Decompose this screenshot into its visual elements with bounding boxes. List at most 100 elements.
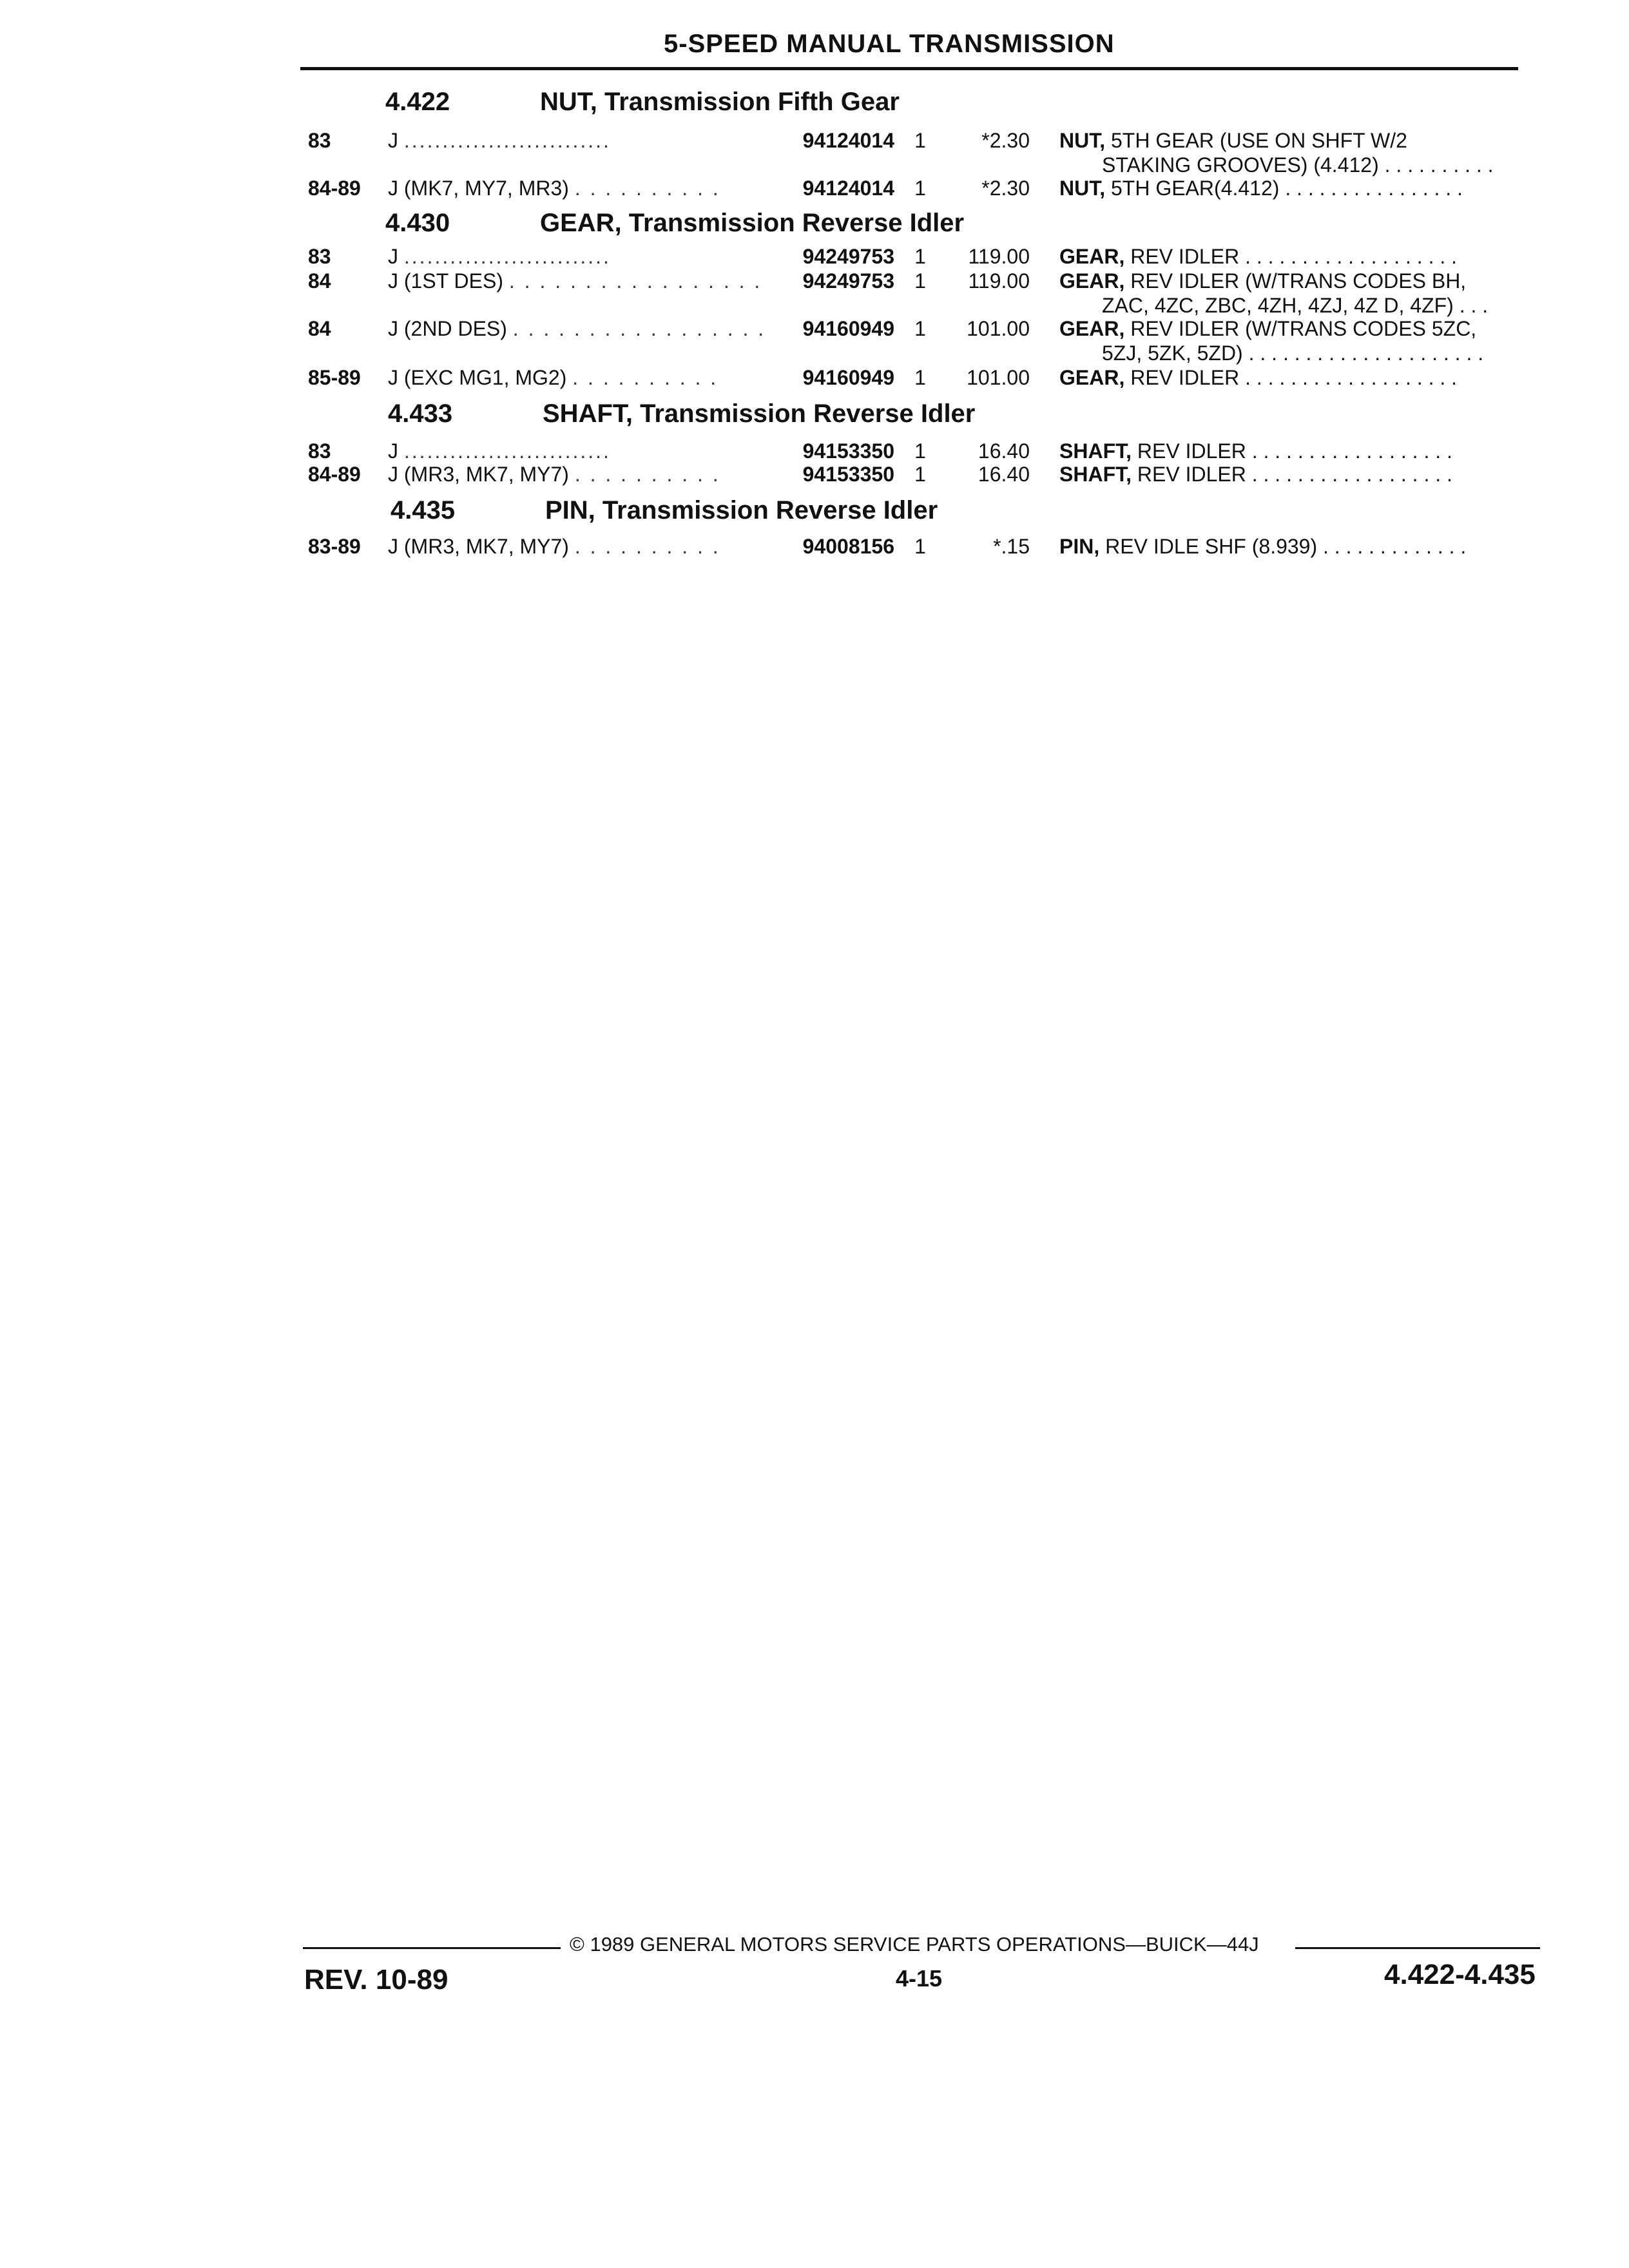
price: *.15	[993, 535, 1030, 558]
application: J ...........................	[388, 438, 1032, 464]
price: *2.30	[981, 177, 1030, 200]
application: J (MR3, MK7, MY7) . . . . . . . . . .	[388, 533, 1032, 559]
description: GEAR, REV IDLER (W/TRANS CODES 5ZC,	[1059, 316, 1517, 341]
description-keyword: SHAFT,	[1059, 439, 1132, 463]
header-divider	[300, 67, 1518, 70]
part-number: 94008156	[802, 535, 894, 558]
part-number: 94153350	[802, 439, 894, 463]
model-years: 83-89	[308, 535, 361, 558]
description-keyword: GEAR,	[1059, 366, 1125, 389]
dot-leader: . . . . . . . . . .	[574, 535, 720, 558]
model-years: 83	[308, 439, 331, 463]
description: GEAR, REV IDLER . . . . . . . . . . . . …	[1059, 365, 1517, 390]
quantity: 1	[914, 177, 926, 200]
section-number: 4.435	[390, 496, 456, 524]
price: 101.00	[967, 317, 1030, 340]
application-code: J (2ND DES)	[388, 317, 507, 340]
part-number: 94249753	[802, 245, 894, 268]
dot-leader: . . . . . . . . . . . . . . . . .	[512, 317, 766, 340]
price: 16.40	[978, 463, 1030, 486]
quantity: 1	[914, 366, 926, 389]
description-continuation: 5ZJ, 5ZK, 5ZD) . . . . . . . . . . . . .…	[1102, 341, 1484, 365]
description-keyword: GEAR,	[1059, 245, 1125, 268]
footer-copyright: © 1989 GENERAL MOTORS SERVICE PARTS OPER…	[570, 1933, 1259, 1956]
page-title: 5-SPEED MANUAL TRANSMISSION	[664, 30, 1115, 58]
section-title: SHAFT, Transmission Reverse Idler	[543, 399, 976, 428]
application: J ...........................	[388, 128, 1032, 153]
model-years: 84-89	[308, 177, 361, 200]
quantity: 1	[914, 463, 926, 486]
section-number: 4.433	[388, 399, 453, 428]
description-text: REV IDLER (W/TRANS CODES 5ZC,	[1124, 317, 1477, 340]
part-row: 83-89 J (MR3, MK7, MY7) . . . . . . . . …	[308, 533, 1526, 559]
description-text: REV IDLE SHF (8.939) . . . . . . . . . .…	[1099, 535, 1467, 558]
application: J (EXC MG1, MG2) . . . . . . . . . .	[388, 365, 1032, 390]
model-years: 84-89	[308, 463, 361, 486]
quantity: 1	[914, 245, 926, 268]
section-title: NUT, Transmission Fifth Gear	[540, 88, 900, 116]
description-text: REV IDLER . . . . . . . . . . . . . . . …	[1124, 366, 1458, 389]
application-code: J (EXC MG1, MG2)	[388, 366, 567, 389]
part-number: 94249753	[802, 269, 894, 293]
section-number: 4.430	[385, 209, 450, 237]
part-row: 84-89 J (MK7, MY7, MR3) . . . . . . . . …	[308, 175, 1526, 201]
quantity: 1	[914, 269, 926, 293]
part-number: 94124014	[802, 129, 894, 152]
part-row: 85-89 J (EXC MG1, MG2) . . . . . . . . .…	[308, 365, 1526, 390]
application: J (MR3, MK7, MY7) . . . . . . . . . .	[388, 461, 1032, 487]
description-text: REV IDLER (W/TRANS CODES BH,	[1124, 269, 1467, 293]
price: 16.40	[978, 439, 1030, 463]
model-years: 83	[308, 129, 331, 152]
description: GEAR, REV IDLER . . . . . . . . . . . . …	[1059, 244, 1517, 269]
application-code: J (MR3, MK7, MY7)	[388, 535, 569, 558]
description: NUT, 5TH GEAR (USE ON SHFT W/2	[1059, 128, 1517, 153]
description-continuation: STAKING GROOVES) (4.412) . . . . . . . .…	[1102, 153, 1494, 177]
application: J (MK7, MY7, MR3) . . . . . . . . . .	[388, 175, 1032, 201]
description: NUT, 5TH GEAR(4.412) . . . . . . . . . .…	[1059, 175, 1517, 201]
description: SHAFT, REV IDLER . . . . . . . . . . . .…	[1059, 461, 1517, 487]
dot-leader: . . . . . . . . . .	[574, 463, 720, 486]
description-keyword: NUT,	[1059, 129, 1106, 152]
description-keyword: PIN,	[1059, 535, 1100, 558]
quantity: 1	[914, 317, 926, 340]
section-title: PIN, Transmission Reverse Idler	[545, 496, 938, 524]
dot-leader: ...........................	[403, 439, 611, 463]
part-row: 84 J (1ST DES) . . . . . . . . . . . . .…	[308, 268, 1526, 317]
section-number: 4.422	[385, 88, 450, 116]
price: 119.00	[968, 245, 1030, 268]
dot-leader: . . . . . . . . . .	[572, 366, 718, 389]
application: J ...........................	[388, 244, 1032, 269]
description-text: 5TH GEAR (USE ON SHFT W/2	[1105, 129, 1407, 152]
quantity: 1	[914, 439, 926, 463]
price: *2.30	[981, 129, 1030, 152]
description-keyword: SHAFT,	[1059, 463, 1132, 486]
application-code: J (MK7, MY7, MR3)	[388, 177, 569, 200]
model-years: 84	[308, 269, 331, 293]
description-keyword: GEAR,	[1059, 269, 1125, 293]
description-text: 5TH GEAR(4.412) . . . . . . . . . . . . …	[1105, 177, 1463, 200]
model-years: 84	[308, 317, 331, 340]
description: PIN, REV IDLE SHF (8.939) . . . . . . . …	[1059, 533, 1517, 559]
revision-label: REV. 10-89	[304, 1964, 448, 1995]
dot-leader: ...........................	[403, 245, 611, 268]
application: J (1ST DES) . . . . . . . . . . . . . . …	[388, 268, 1032, 294]
part-number: 94124014	[802, 177, 894, 200]
description-text: REV IDLER . . . . . . . . . . . . . . . …	[1132, 463, 1452, 486]
section-title: GEAR, Transmission Reverse Idler	[540, 209, 965, 237]
price: 119.00	[968, 269, 1030, 293]
description: GEAR, REV IDLER (W/TRANS CODES BH,	[1059, 268, 1517, 294]
part-row: 84 J (2ND DES) . . . . . . . . . . . . .…	[308, 316, 1526, 365]
part-row: 84-89 J (MR3, MK7, MY7) . . . . . . . . …	[308, 461, 1526, 487]
description-keyword: GEAR,	[1059, 317, 1125, 340]
dot-leader: ...........................	[403, 129, 611, 152]
description-text: REV IDLER . . . . . . . . . . . . . . . …	[1132, 439, 1452, 463]
description-continuation: ZAC, 4ZC, ZBC, 4ZH, 4ZJ, 4Z D, 4ZF) . . …	[1102, 294, 1489, 317]
description-text: REV IDLER . . . . . . . . . . . . . . . …	[1124, 245, 1458, 268]
application-code: J (MR3, MK7, MY7)	[388, 463, 569, 486]
dot-leader: . . . . . . . . . . . . . . . . .	[508, 269, 762, 293]
part-number: 94160949	[802, 317, 894, 340]
dot-leader: . . . . . . . . . .	[574, 177, 720, 200]
description: SHAFT, REV IDLER . . . . . . . . . . . .…	[1059, 438, 1517, 464]
part-number: 94153350	[802, 463, 894, 486]
